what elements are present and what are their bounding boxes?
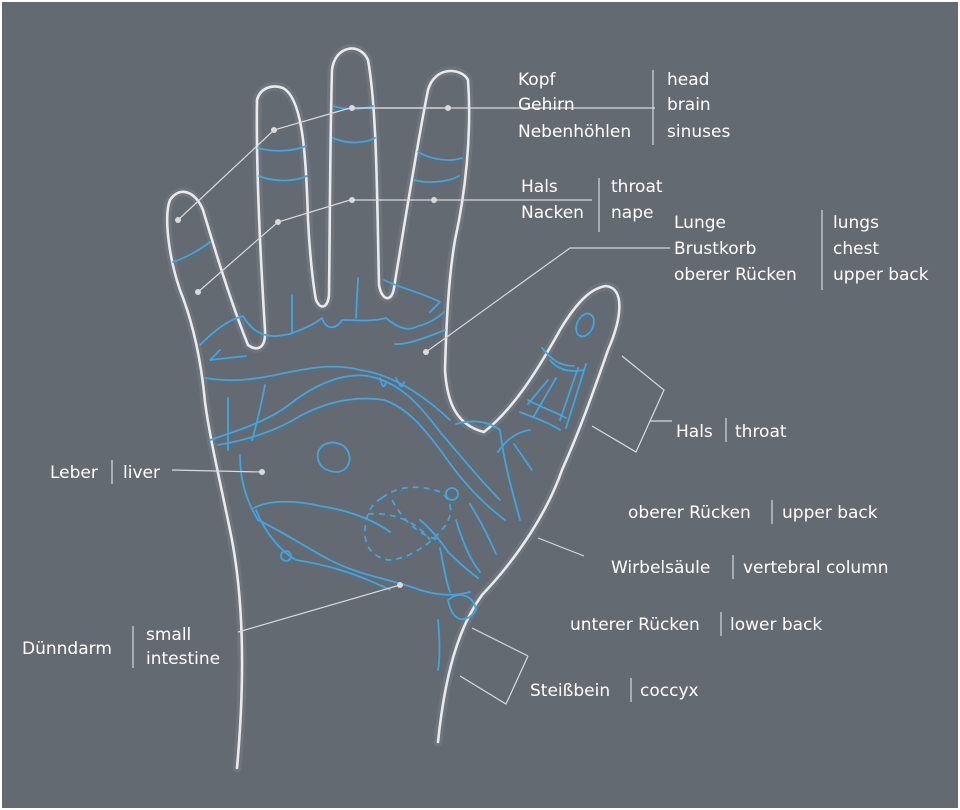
label-throat: throat bbox=[611, 177, 663, 197]
label-sinuses: sinuses bbox=[667, 122, 730, 142]
label-brustkorb: Brustkorb bbox=[674, 239, 756, 259]
label-brain: brain bbox=[667, 95, 711, 115]
label-leber: Leber bbox=[50, 463, 98, 483]
label-wirbelsaeule: Wirbelsäule bbox=[611, 558, 710, 578]
label-oberer-ruecken: oberer Rücken bbox=[674, 265, 797, 285]
label-head: head bbox=[667, 70, 709, 90]
label-spine-hals: Hals bbox=[676, 422, 713, 442]
label-nape: nape bbox=[611, 203, 653, 223]
label-intestine: intestine bbox=[146, 649, 220, 669]
label-lunge: Lunge bbox=[674, 213, 726, 233]
label-hals: Hals bbox=[521, 177, 558, 197]
label-coccyx: coccyx bbox=[640, 681, 699, 701]
label-spine-oberer-ruecken: oberer Rücken bbox=[628, 503, 751, 523]
label-gehirn: Gehirn bbox=[518, 95, 575, 115]
label-duenndarm: Dünndarm bbox=[22, 639, 112, 659]
label-lungs: lungs bbox=[833, 213, 879, 233]
label-vertebral-column: vertebral column bbox=[743, 558, 889, 578]
label-kopf: Kopf bbox=[518, 70, 556, 90]
label-chest: chest bbox=[833, 239, 879, 259]
label-small: small bbox=[146, 625, 191, 645]
label-unterer-ruecken: unterer Rücken bbox=[570, 615, 700, 635]
label-nebenhoehlen: Nebenhöhlen bbox=[518, 122, 631, 142]
label-spine-throat: throat bbox=[735, 422, 787, 442]
label-spine-upper-back: upper back bbox=[782, 503, 878, 523]
label-lower-back: lower back bbox=[730, 615, 822, 635]
label-nacken: Nacken bbox=[521, 203, 584, 223]
label-upper-back: upper back bbox=[833, 265, 929, 285]
label-liver: liver bbox=[123, 463, 160, 483]
label-steissbein: Steißbein bbox=[530, 681, 610, 701]
